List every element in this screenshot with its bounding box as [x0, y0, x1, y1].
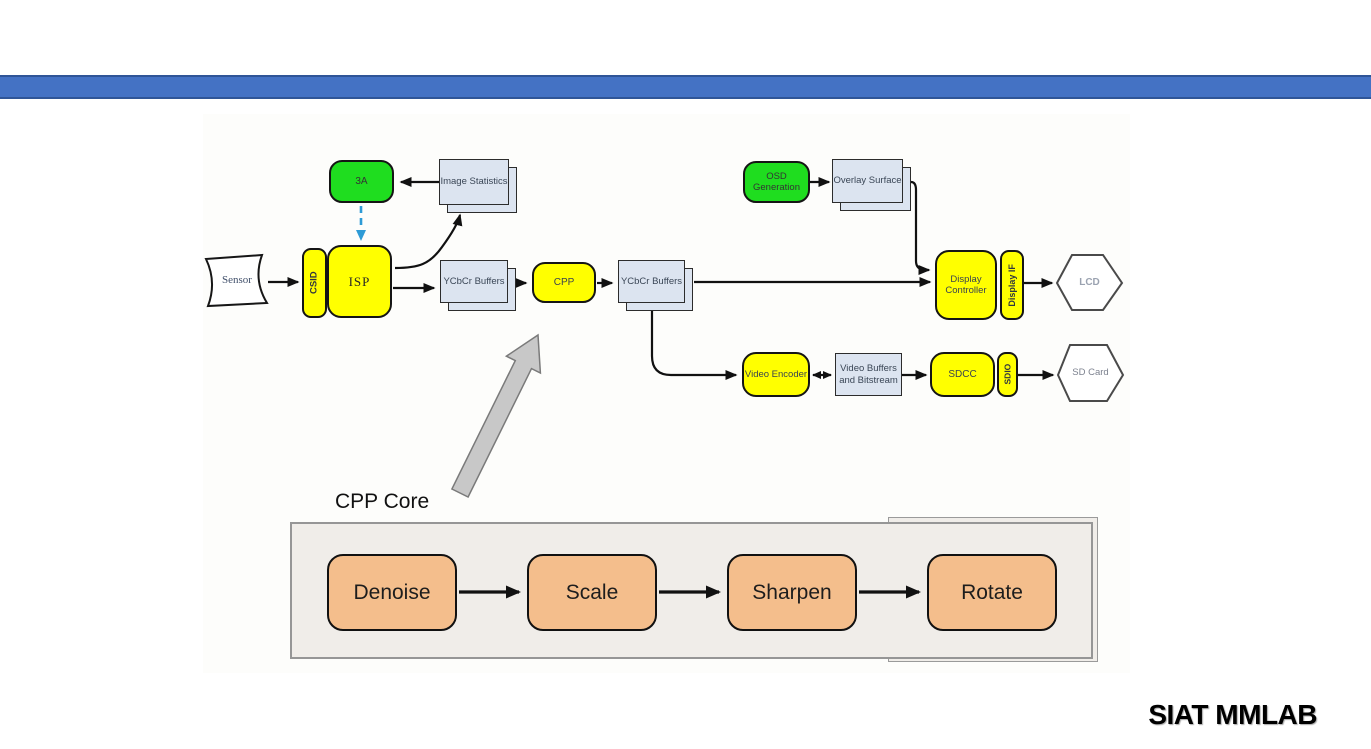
- node-lcd: LCD: [1057, 255, 1122, 310]
- node-cpp: CPP: [532, 262, 596, 303]
- sharpen-label: Sharpen: [752, 580, 832, 604]
- node-sdcc: SDCC: [930, 352, 995, 397]
- node-sensor: Sensor: [206, 255, 268, 306]
- ycbcr-buffers-1-label: YCbCr Buffers: [443, 275, 505, 287]
- image-statistics-label: Image Statistics: [440, 176, 508, 188]
- accent-bar: [0, 75, 1371, 99]
- node-display-controller: Display Controller: [935, 250, 997, 320]
- osd-generation-label: OSD Generation: [752, 170, 800, 193]
- rotate-label: Rotate: [961, 580, 1023, 604]
- siat-mmlab-logo: SIAT MMLAB: [1148, 699, 1317, 730]
- arrow-isp-to-imagestats: [394, 213, 463, 270]
- pipeline-step-scale: Scale: [527, 554, 657, 631]
- node-ycbcr-buffers-2: YCbCr Buffers: [618, 260, 693, 311]
- node-video-encoder: Video Encoder: [742, 352, 810, 397]
- ycbcr-buffers-2-label: YCbCr Buffers: [620, 275, 683, 287]
- overlay-surface-label: Overlay Surface: [833, 175, 902, 187]
- display-controller-label: Display Controller: [945, 273, 987, 296]
- sdcc-label: SDCC: [948, 368, 977, 380]
- pipeline-diagram: Sensor CSID ISP 3A Image Statistics YCbC…: [203, 114, 1130, 673]
- video-buffers-label: Video Buffers and Bitstream: [839, 363, 898, 386]
- lcd-hexagon: [1055, 254, 1124, 311]
- cpp-core-label: CPP Core: [335, 490, 430, 513]
- pipeline-arrow-layer: [459, 585, 921, 599]
- pipeline-step-rotate: Rotate: [927, 554, 1057, 631]
- node-image-statistics: Image Statistics: [439, 159, 517, 213]
- sd-card-hexagon: [1056, 344, 1125, 402]
- node-video-buffers: Video Buffers and Bitstream: [835, 353, 902, 396]
- denoise-label: Denoise: [353, 580, 431, 604]
- sensor-shape: [204, 253, 269, 308]
- cpp-core-callout-arrow: [450, 333, 542, 499]
- video-encoder-label: Video Encoder: [744, 368, 808, 380]
- node-ycbcr-buffers-1: YCbCr Buffers: [440, 260, 516, 311]
- node-osd-generation: OSD Generation: [743, 161, 810, 203]
- node-isp: ISP: [327, 245, 392, 318]
- sd-card-label: SD Card: [1072, 367, 1109, 379]
- node-csid: CSID: [302, 248, 327, 318]
- node-overlay-surface: Overlay Surface: [832, 159, 911, 211]
- diagram-canvas: [204, 177, 1125, 599]
- scale-label: Scale: [565, 580, 619, 604]
- arrow-ycbcr2-to-videoencoder: [650, 304, 738, 380]
- lcd-label: LCD: [1079, 276, 1100, 288]
- node-display-if: Display IF: [1000, 250, 1024, 320]
- sensor-label: Sensor: [222, 273, 252, 286]
- 3a-label: 3A: [355, 175, 368, 187]
- node-3a: 3A: [329, 160, 394, 203]
- cpp-label: CPP: [553, 276, 575, 288]
- node-sdio: SDIO: [997, 352, 1018, 397]
- isp-label: ISP: [348, 273, 371, 289]
- pipeline-step-denoise: Denoise: [327, 554, 457, 631]
- pipeline-step-sharpen: Sharpen: [727, 554, 857, 631]
- node-sd-card: SD Card: [1058, 345, 1123, 401]
- arrow-overlay-to-displaycontroller: [910, 180, 931, 275]
